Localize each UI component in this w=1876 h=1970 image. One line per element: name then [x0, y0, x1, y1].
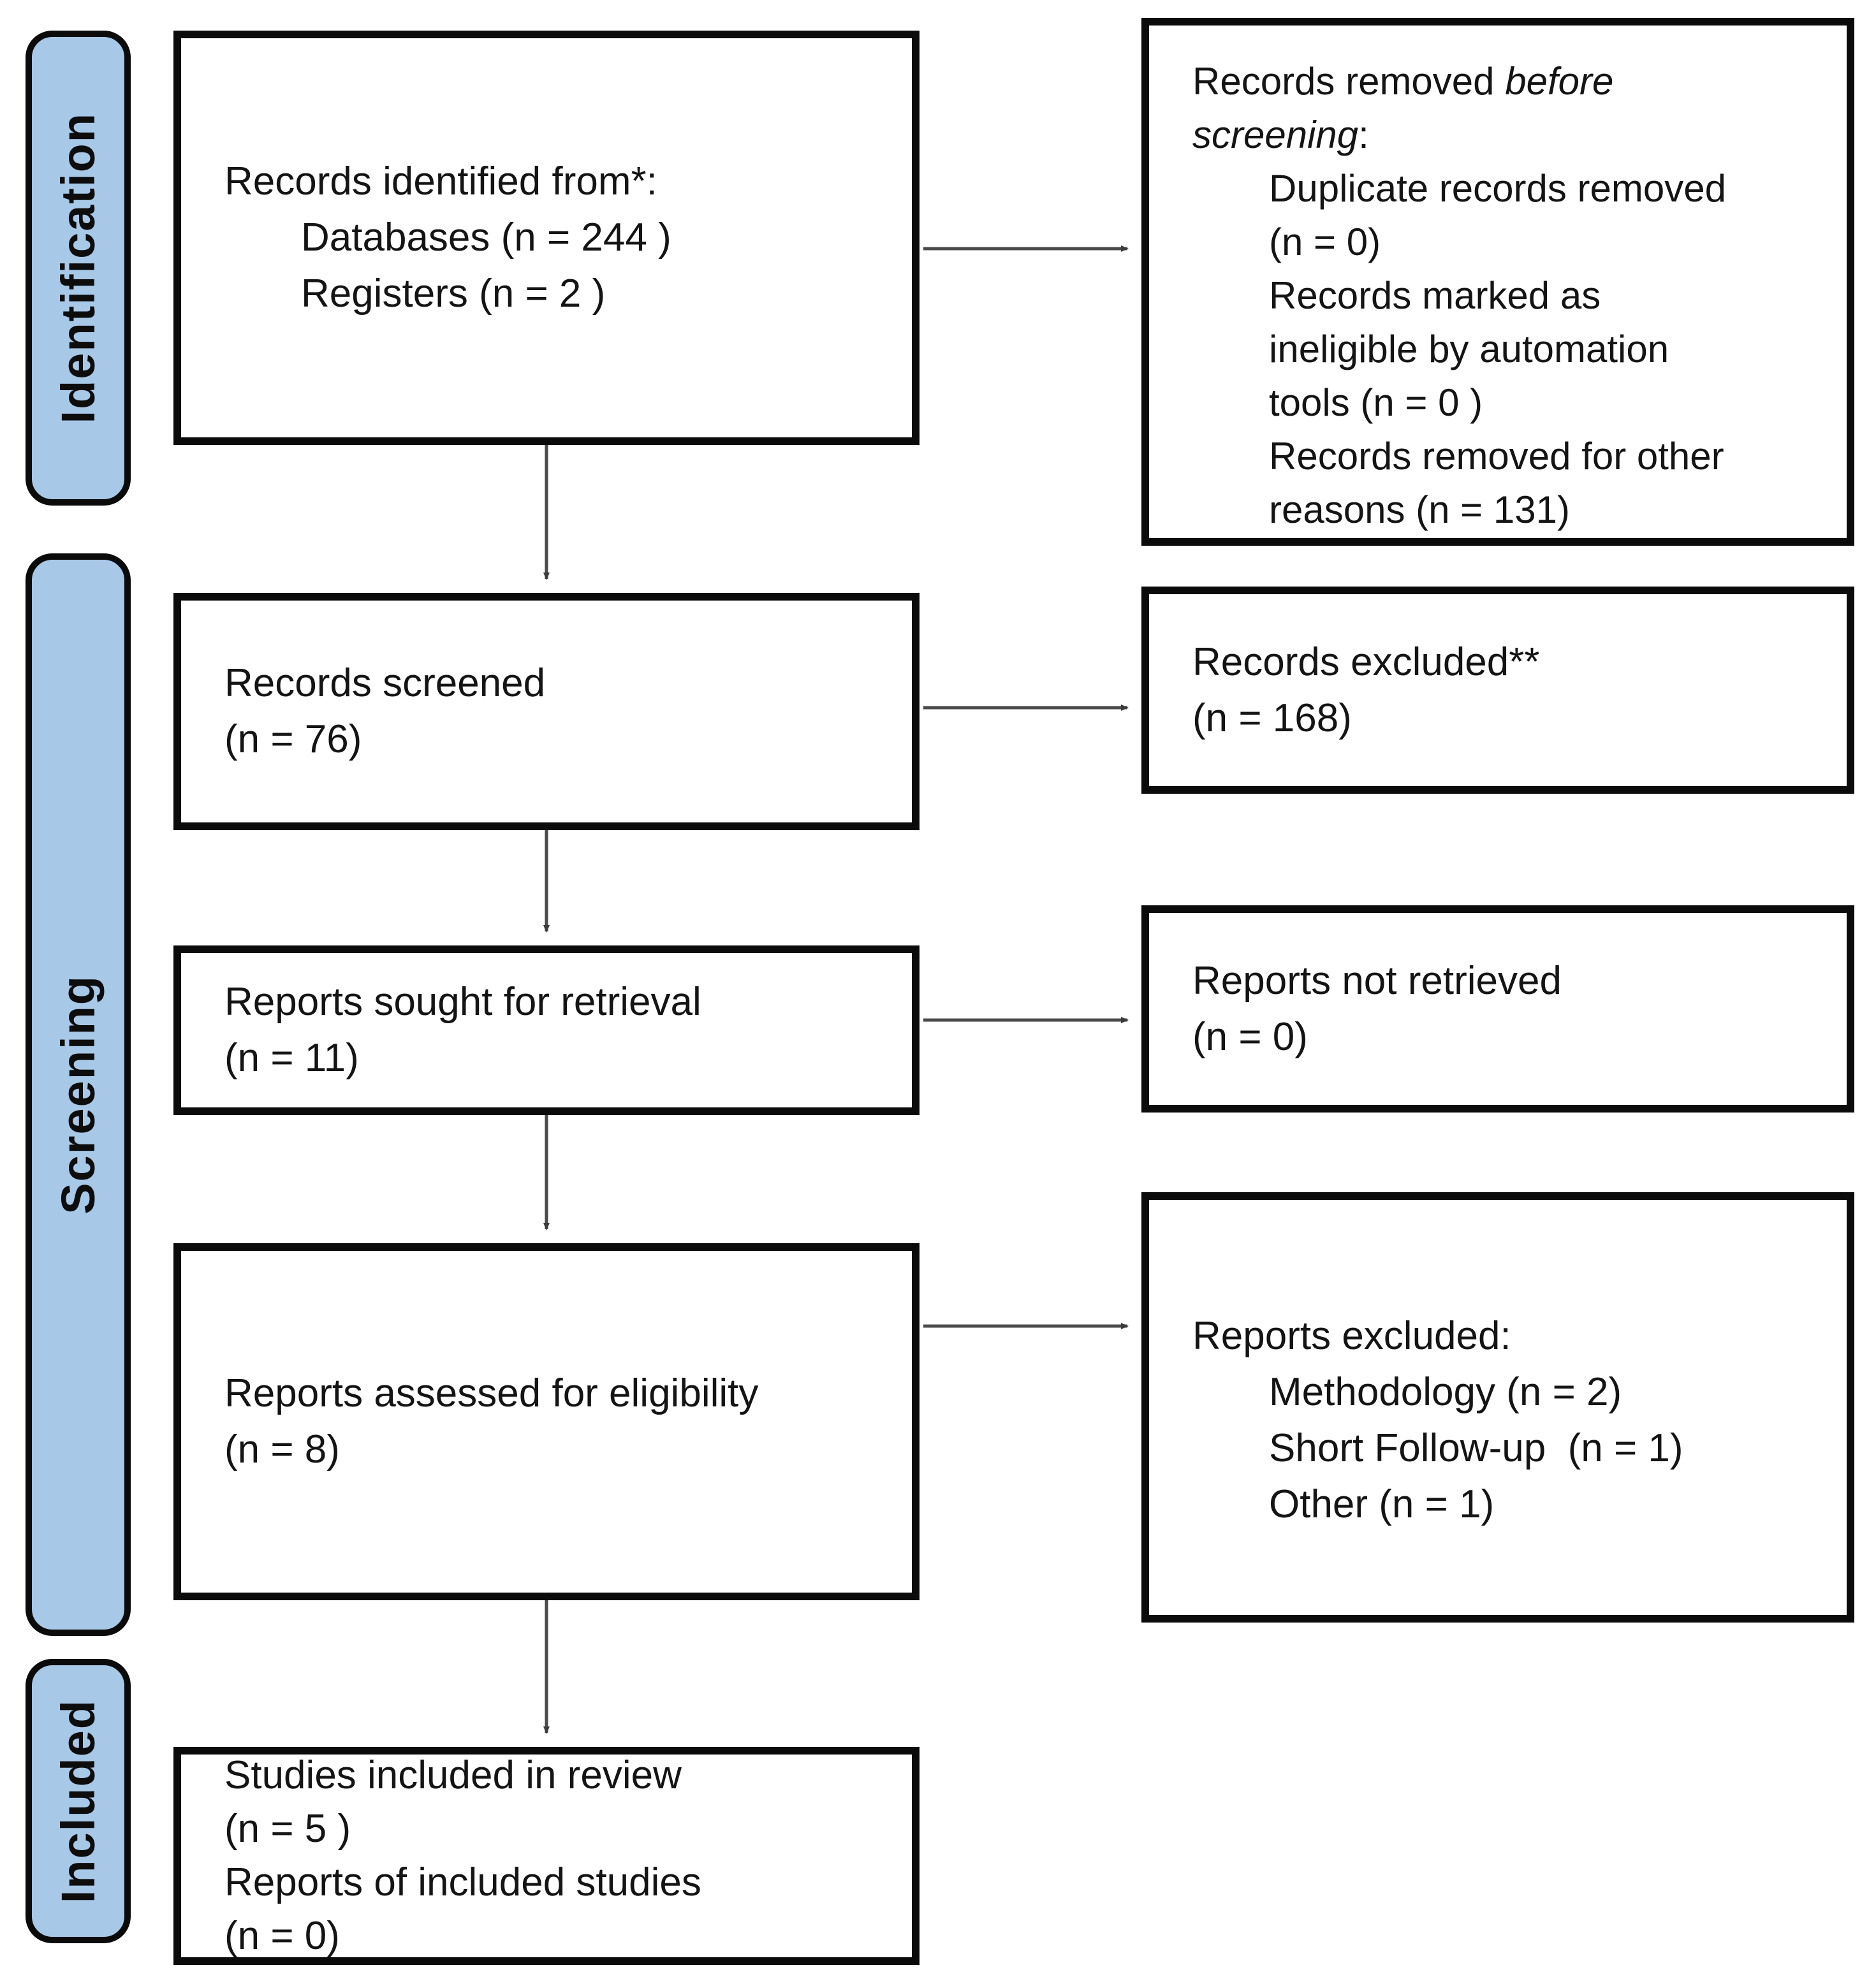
- studies-included-line1: Studies included in review: [224, 1753, 682, 1797]
- reports-sought-title: Reports sought for retrieval: [224, 980, 701, 1024]
- records-removed-title-colon: :: [1358, 113, 1369, 156]
- flow-box-records-screened: Records screened (n = 76): [173, 593, 920, 830]
- reports-excluded-other: Other (n = 1): [1269, 1482, 1495, 1526]
- reports-excluded-methodology: Methodology (n = 2): [1269, 1370, 1622, 1414]
- flow-box-records-identified: Records identified from*: Databases (n =…: [173, 31, 920, 445]
- stage-label-included: Included: [52, 1698, 105, 1904]
- stage-bar-included: Included: [26, 1659, 131, 1943]
- records-identified-databases: Databases (n = 244 ): [301, 215, 671, 259]
- reports-not-retrieved-count: (n = 0): [1192, 1014, 1308, 1059]
- stage-label-screening: Screening: [52, 975, 105, 1215]
- records-removed-title-line2: screening:: [1192, 108, 1821, 162]
- flow-box-reports-excluded: Reports excluded: Methodology (n = 2) Sh…: [1141, 1192, 1854, 1623]
- records-removed-title-italic2: screening: [1192, 113, 1359, 156]
- records-removed-other-count: reasons (n = 131): [1269, 488, 1570, 531]
- records-removed-automation-count: tools (n = 0 ): [1269, 381, 1483, 424]
- flow-box-reports-not-retrieved: Reports not retrieved (n = 0): [1141, 905, 1854, 1113]
- records-identified-title: Records identified from*:: [224, 159, 657, 203]
- flow-box-records-removed: Records removed before screening: Duplic…: [1141, 18, 1854, 546]
- records-identified-registers: Registers (n = 2 ): [301, 272, 606, 316]
- records-screened-title: Records screened: [224, 661, 546, 705]
- studies-included-count2: (n = 0): [224, 1914, 340, 1958]
- records-removed-other-line1: Records removed for other: [1269, 435, 1724, 478]
- flow-box-reports-sought: Reports sought for retrieval (n = 11): [173, 945, 920, 1115]
- records-removed-title-regular: Records removed: [1192, 60, 1506, 103]
- records-excluded-title: Records excluded**: [1192, 639, 1540, 684]
- reports-assessed-title: Reports assessed for eligibility: [224, 1371, 759, 1415]
- records-screened-count: (n = 76): [224, 717, 362, 761]
- records-excluded-count: (n = 168): [1192, 696, 1352, 740]
- reports-sought-count: (n = 11): [224, 1036, 359, 1080]
- flow-box-reports-assessed: Reports assessed for eligibility (n = 8): [173, 1243, 920, 1600]
- records-removed-automation-line1: Records marked as: [1269, 274, 1601, 317]
- records-removed-duplicates-count: (n = 0): [1269, 221, 1381, 263]
- reports-excluded-title: Reports excluded:: [1192, 1314, 1511, 1358]
- stage-bar-screening: Screening: [26, 553, 131, 1636]
- stage-bar-identification: Identification: [26, 31, 131, 506]
- flow-box-studies-included: Studies included in review (n = 5 ) Repo…: [173, 1747, 920, 1965]
- records-removed-title-italic1: before: [1505, 60, 1614, 103]
- reports-excluded-short-followup: Short Follow-up (n = 1): [1269, 1426, 1683, 1470]
- reports-assessed-count: (n = 8): [224, 1427, 340, 1471]
- reports-not-retrieved-title: Reports not retrieved: [1192, 958, 1562, 1003]
- records-removed-automation-line2: ineligible by automation: [1269, 328, 1669, 370]
- studies-included-line2: Reports of included studies: [224, 1860, 701, 1904]
- stage-label-identification: Identification: [52, 112, 105, 424]
- records-removed-duplicates-line1: Duplicate records removed: [1269, 167, 1726, 210]
- studies-included-count1: (n = 5 ): [224, 1807, 351, 1851]
- flow-box-records-excluded: Records excluded** (n = 168): [1141, 587, 1854, 794]
- records-removed-title-line1: Records removed before: [1192, 55, 1821, 108]
